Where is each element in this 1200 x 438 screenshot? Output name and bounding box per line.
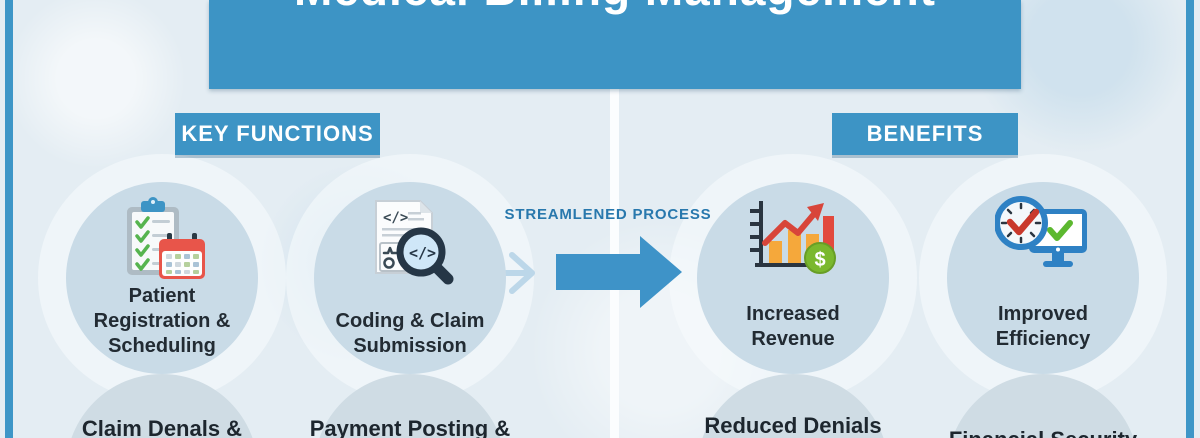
svg-text:</>: </> [383,210,408,226]
page-title: Medical Billing Management [209,0,1021,12]
right-border-stripe [1186,0,1194,438]
streamlined-process-label: STREAMLENED PROCESS [504,206,712,223]
function-circle-payment-posting: Payment Posting & [310,374,510,438]
benefit-circle-improved-efficiency: Improved Efficiency [947,182,1139,374]
benefits-header-label: BENEFITS [866,121,984,146]
revenue-bar-chart-icon: $ [746,195,840,286]
benefit-circle-increased-revenue: $ Increased Revenue [697,182,889,374]
claim-document-magnifier-icon: </> </> [364,195,456,296]
svg-text:</>: </> [409,244,436,262]
benefit-circle-reduced-denials: Reduced Denials [697,374,889,438]
process-arrow-icon [556,236,682,313]
function-circle-claim-denials: Claim Denals & [66,374,258,438]
function-circle-coding-claim: </> </> Coding & Claim Submission [314,182,506,374]
function-label-patient-registration: Patient Registration & Scheduling [93,285,231,357]
benefit-label-financial-security: Financial Security [921,427,1165,438]
function-label-coding-claim: Coding & Claim Submission [335,310,485,357]
title-banner: Medical Billing Management [209,0,1021,89]
benefit-circle-financial-security: Financial Security [947,374,1139,438]
key-functions-header: KEY FUNCTIONS [175,113,380,155]
function-label-claim-denials: Claim Denals & [81,416,243,438]
left-border-stripe [5,0,13,438]
clipboard-calendar-icon [115,195,209,290]
benefit-label-improved-efficiency: Improved Efficiency [995,303,1091,350]
clock-monitor-icon [994,195,1091,286]
benefit-label-increased-revenue: Increased Revenue [746,303,840,350]
benefits-header: BENEFITS [832,113,1018,155]
function-circle-patient-registration: Patient Registration & Scheduling [66,182,258,374]
key-functions-header-label: KEY FUNCTIONS [181,121,374,146]
benefit-label-reduced-denials: Reduced Denials [704,413,882,438]
svg-text:$: $ [815,249,826,271]
function-label-payment-posting: Payment Posting & [309,416,511,438]
